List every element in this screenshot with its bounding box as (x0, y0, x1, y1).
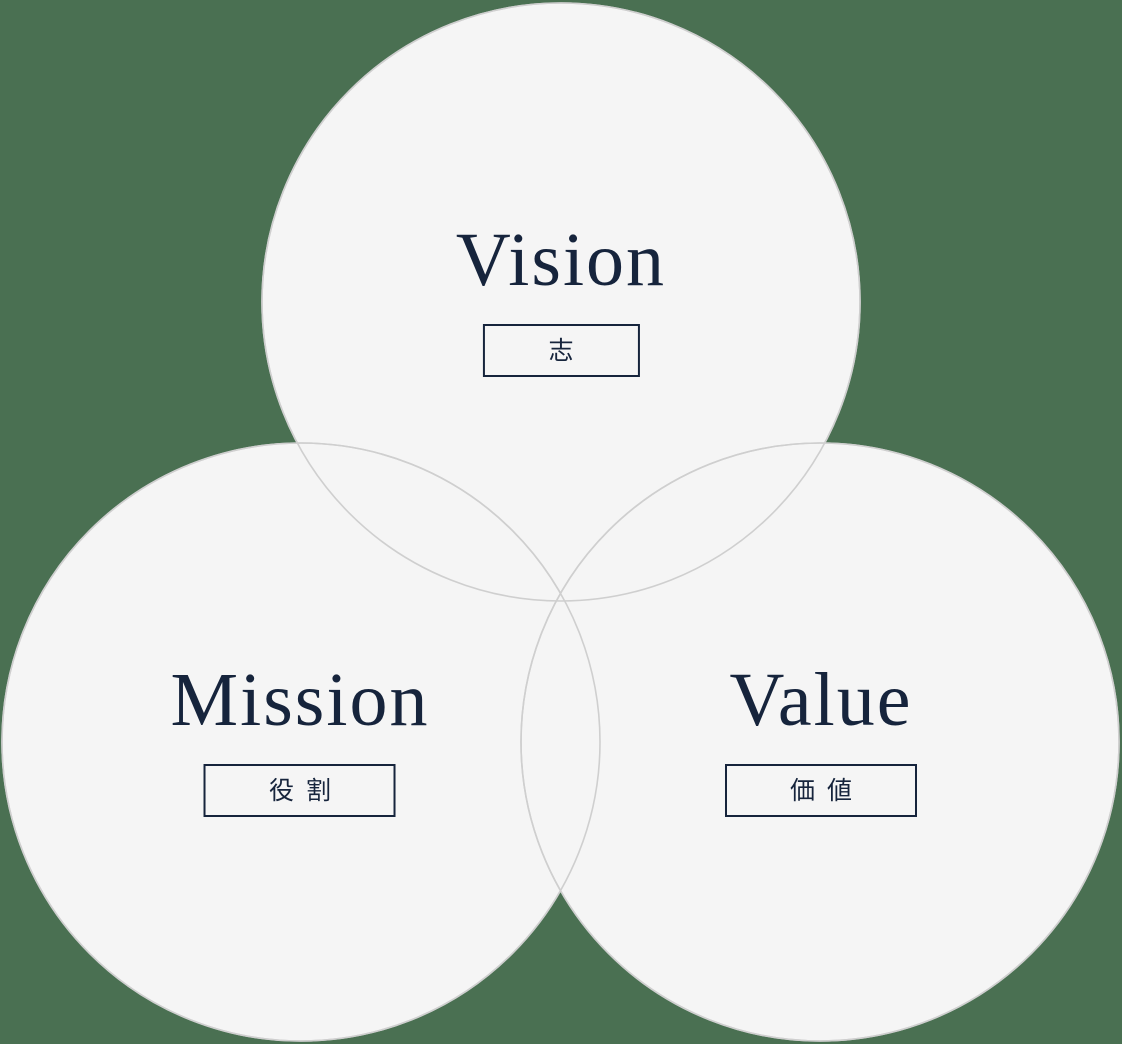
group-value-tag: 価値 (725, 764, 917, 817)
group-mission-title: Mission (170, 658, 430, 742)
group-value: Value 価値 (725, 662, 917, 817)
group-vision-title: Vision (455, 218, 667, 302)
group-mission-tag: 役割 (204, 764, 396, 817)
group-vision: Vision 志 (456, 222, 666, 377)
group-mission: Mission 役割 (171, 662, 430, 817)
group-vision-tag: 志 (482, 324, 640, 377)
circle-vision-outline (261, 2, 861, 602)
circle-mission-outline (1, 442, 601, 1042)
circle-value-outline (520, 442, 1120, 1042)
group-value-title: Value (729, 658, 913, 742)
